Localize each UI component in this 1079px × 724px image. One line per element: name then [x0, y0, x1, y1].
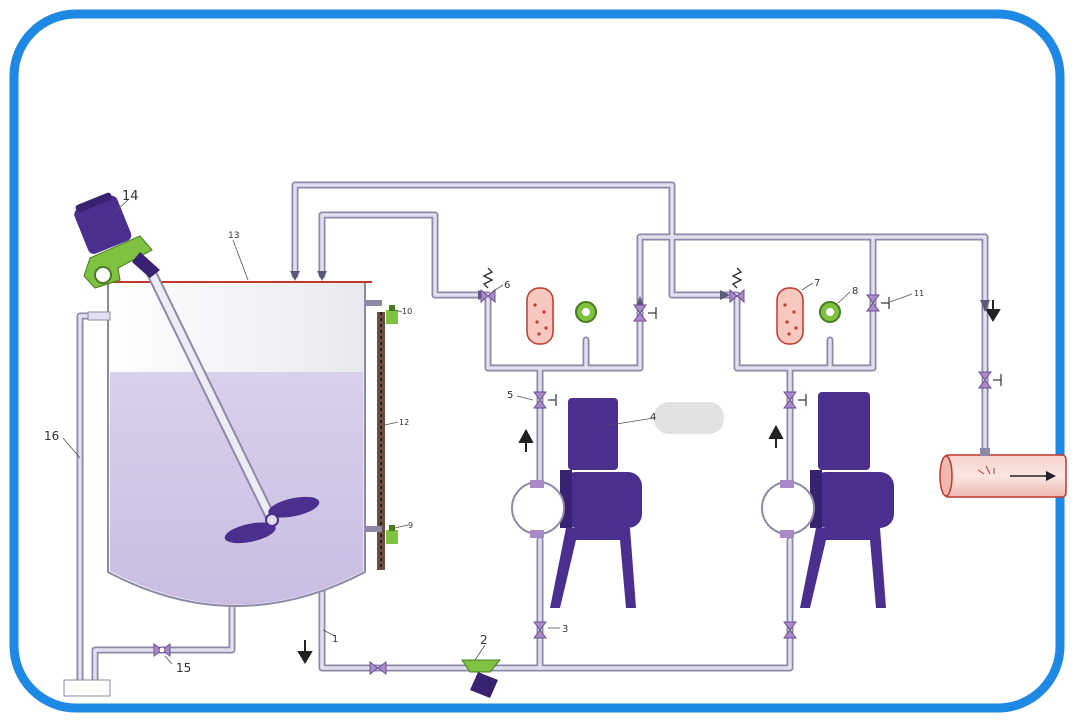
pulsation-dampener-1	[526, 287, 554, 345]
valves	[153, 288, 992, 675]
leader-lines	[62, 199, 913, 665]
outlet-valve	[978, 371, 992, 389]
label-16: 16	[44, 429, 59, 443]
suction-valve	[369, 661, 387, 675]
relief-springs	[482, 267, 743, 289]
manifold-valve-11	[866, 294, 880, 312]
y-strainer	[461, 659, 502, 698]
label-13: 13	[228, 231, 239, 241]
blurred-tag	[654, 402, 724, 434]
pump1-suction-valve	[533, 621, 547, 639]
pump2-suction-valve	[783, 621, 797, 639]
label-5: 5	[507, 390, 513, 401]
label-14: 14	[122, 189, 139, 204]
label-6: 6	[504, 280, 510, 291]
drain-valve	[153, 643, 171, 657]
pump-1-stand	[550, 528, 636, 608]
pump1-discharge-valve	[533, 391, 547, 409]
level-gauge	[366, 300, 398, 570]
agitator	[145, 267, 320, 544]
dosing-pump-2	[761, 392, 894, 608]
pump-2-stand	[800, 528, 886, 608]
pressure-gauge-2	[819, 301, 841, 323]
pulsation-dampener-2	[776, 287, 804, 345]
label-2: 2	[480, 633, 488, 647]
label-9: 9	[408, 521, 413, 530]
manifold-valve-1	[633, 304, 647, 322]
impeller	[224, 496, 320, 544]
label-11: 11	[914, 289, 924, 298]
outlet-process-pipe	[939, 448, 1067, 498]
gauge-valve-top	[386, 305, 398, 324]
relief-valve-2	[729, 288, 745, 304]
tank-liquid	[110, 372, 363, 605]
label-15: 15	[176, 661, 191, 675]
gauge-valve-bottom	[386, 525, 398, 544]
pump2-discharge-valve	[783, 391, 797, 409]
label-3: 3	[562, 624, 568, 635]
label-4: 4	[650, 412, 656, 423]
label-10: 10	[402, 307, 412, 316]
label-7: 7	[814, 278, 820, 289]
label-12: 12	[399, 418, 409, 427]
callout-labels: 1 2 3 4 5 6 7 8 9 10 11 12 13 14 15 16	[44, 189, 924, 675]
label-1: 1	[332, 634, 338, 645]
label-8: 8	[852, 286, 858, 297]
pressure-gauge-1	[575, 301, 597, 323]
agitator-mount	[83, 235, 160, 289]
dosing-pump-1	[511, 398, 642, 608]
big-arrows	[297, 300, 1001, 664]
